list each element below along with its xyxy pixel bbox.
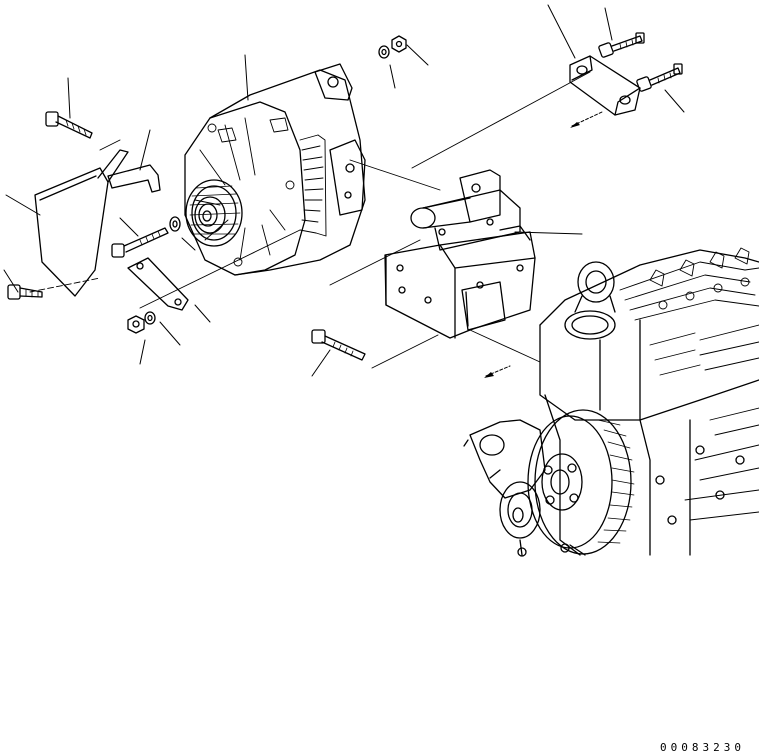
- engine-block: [464, 248, 759, 556]
- water-pump-pulley: [528, 410, 634, 554]
- alternator-pulley: [186, 180, 242, 246]
- upper-stay-plate: [570, 56, 640, 115]
- bolt-icon: [598, 33, 644, 58]
- bolt-icon: [112, 228, 168, 257]
- nut-icon: [128, 316, 144, 333]
- cooling-fins: [300, 135, 326, 236]
- leader-lines: [4, 5, 684, 376]
- bolt-icon: [46, 112, 92, 138]
- washer-icon: [379, 46, 389, 58]
- alternator-cover: [35, 150, 128, 296]
- drawing-reference-number: 00083230: [660, 741, 745, 754]
- upper-stay: [108, 165, 160, 192]
- mounting-bracket: [385, 170, 535, 338]
- adjusting-link: [128, 258, 188, 310]
- nut-icon: [392, 36, 406, 52]
- washer-icon: [145, 312, 155, 324]
- assembly-lines: [30, 72, 590, 368]
- alternator: [185, 64, 365, 275]
- washer-icon: [170, 217, 180, 231]
- nuts-and-washers: [128, 36, 406, 333]
- lifting-eye-icon: [575, 262, 615, 312]
- bolt-icon: [8, 285, 42, 299]
- direction-arrows: [484, 112, 602, 378]
- bolt-icon: [312, 330, 365, 360]
- bolts: [8, 33, 682, 360]
- bolt-icon: [636, 64, 682, 92]
